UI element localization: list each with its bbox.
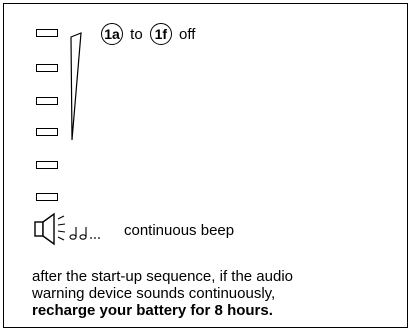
note-line-1: after the start-up sequence, if the audi… (32, 268, 293, 285)
connector-text: to (130, 25, 143, 43)
music-notes-icon (69, 227, 100, 240)
battery-led-3 (36, 97, 58, 105)
battery-led-6 (36, 193, 58, 201)
led-badge-end: 1f (149, 23, 172, 45)
led-state-text: off (179, 25, 196, 43)
battery-led-5 (36, 161, 58, 169)
diagram-frame: 1a to 1f off continuous beep after the s… (3, 3, 408, 328)
instruction-note: after the start-up sequence, if the audi… (32, 268, 402, 319)
battery-led-4 (36, 128, 58, 136)
led-range-wedge-icon (70, 32, 82, 141)
note-line-3-emphasis: recharge your battery for 8 hours. (32, 302, 273, 319)
leds-off-caption: 1a to 1f off (101, 23, 198, 45)
battery-led-2 (36, 64, 58, 72)
note-line-2: warning device sounds continuously, (32, 285, 276, 302)
beep-description: continuous beep (124, 222, 235, 239)
battery-led-1 (36, 29, 58, 37)
led-badge-start: 1a (101, 23, 123, 45)
speaker-icon (34, 212, 100, 246)
